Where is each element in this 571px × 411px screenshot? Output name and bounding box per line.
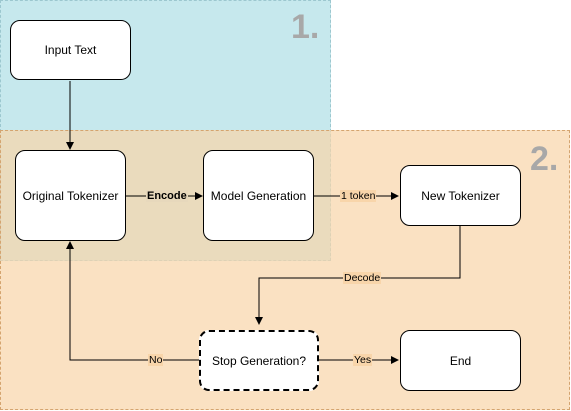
node-end-label: End — [449, 353, 472, 368]
edge-label-yes: Yes — [353, 354, 373, 366]
node-model-generation: Model Generation — [203, 150, 314, 241]
node-original-tokenizer-label: Original Tokenizer — [22, 188, 119, 203]
node-new-tokenizer: New Tokenizer — [400, 165, 521, 226]
node-model-generation-label: Model Generation — [210, 188, 307, 203]
node-input-text: Input Text — [10, 20, 131, 80]
region-2-number: 2. — [530, 140, 559, 178]
edge-no — [66, 241, 199, 361]
node-stop-generation: Stop Generation? — [199, 330, 319, 391]
edge-label-decode: Decode — [343, 272, 382, 284]
node-stop-generation-label: Stop Generation? — [211, 353, 307, 368]
region-1-number: 1. — [291, 8, 320, 46]
node-original-tokenizer: Original Tokenizer — [15, 150, 126, 241]
edge-label-encode: Encode — [146, 190, 188, 202]
node-end: End — [400, 330, 521, 391]
edge-label-one-token: 1 token — [340, 190, 377, 202]
node-input-text-label: Input Text — [44, 43, 97, 57]
node-new-tokenizer-label: New Tokenizer — [421, 188, 500, 203]
edge-label-no: No — [148, 354, 164, 366]
